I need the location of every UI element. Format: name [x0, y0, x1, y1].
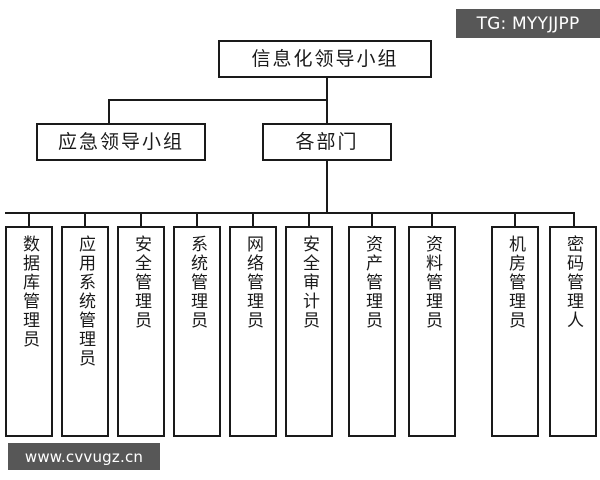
node-network-admin: 网络管理员	[229, 226, 277, 437]
node-system-admin-label: 系统管理员	[187, 235, 208, 330]
node-security-admin-label: 安全管理员	[131, 235, 152, 330]
node-all-departments-label: 各部门	[295, 130, 359, 153]
node-records-admin: 资料管理员	[408, 226, 456, 437]
node-password-admin: 密码管理人	[549, 226, 597, 437]
node-database-admin-label: 数据库管理员	[19, 235, 40, 349]
node-security-auditor-label: 安全审计员	[299, 235, 320, 330]
connector-drop-app-system-admin	[84, 212, 86, 227]
watermark-top-right: TG: MYYJJPP	[456, 9, 600, 38]
node-app-system-admin-label: 应用系统管理员	[75, 235, 96, 368]
node-security-auditor: 安全审计员	[285, 226, 333, 437]
connector-drop-security-auditor	[308, 212, 310, 227]
connector-departments-stem	[326, 161, 328, 213]
connector-drop-database-admin	[28, 212, 30, 227]
node-system-admin: 系统管理员	[173, 226, 221, 437]
connector-drop-data-center-admin	[514, 212, 516, 227]
node-database-admin: 数据库管理员	[5, 226, 53, 437]
node-all-departments: 各部门	[262, 123, 392, 161]
node-asset-admin: 资产管理员	[348, 226, 396, 437]
connector-drop-password-admin	[573, 212, 575, 227]
connector-level2-bar	[108, 99, 328, 101]
watermark-bottom-left: www.cvvugz.cn	[8, 443, 160, 470]
node-data-center-admin: 机房管理员	[491, 226, 539, 437]
connector-root-stem	[326, 78, 328, 100]
watermark-bottom-left-text: www.cvvugz.cn	[24, 447, 144, 466]
connector-leaf-bar	[5, 212, 575, 214]
node-records-admin-label: 资料管理员	[422, 235, 443, 330]
node-emergency-leadership-group-label: 应急领导小组	[57, 130, 184, 153]
connector-drop-emergency-leadership-group	[108, 99, 110, 123]
connector-drop-network-admin	[252, 212, 254, 227]
node-data-center-admin-label: 机房管理员	[505, 235, 526, 330]
node-app-system-admin: 应用系统管理员	[61, 226, 109, 437]
node-network-admin-label: 网络管理员	[243, 235, 264, 330]
connector-drop-security-admin	[140, 212, 142, 227]
watermark-top-right-text: TG: MYYJJPP	[476, 13, 580, 34]
node-asset-admin-label: 资产管理员	[362, 235, 383, 330]
connector-drop-system-admin	[196, 212, 198, 227]
connector-drop-asset-admin	[371, 212, 373, 227]
node-password-admin-label: 密码管理人	[563, 235, 584, 330]
node-security-admin: 安全管理员	[117, 226, 165, 437]
node-root-label: 信息化领导小组	[251, 47, 399, 70]
node-root: 信息化领导小组	[218, 40, 432, 78]
node-emergency-leadership-group: 应急领导小组	[36, 123, 206, 161]
connector-drop-all-departments	[326, 99, 328, 123]
connector-drop-records-admin	[431, 212, 433, 227]
